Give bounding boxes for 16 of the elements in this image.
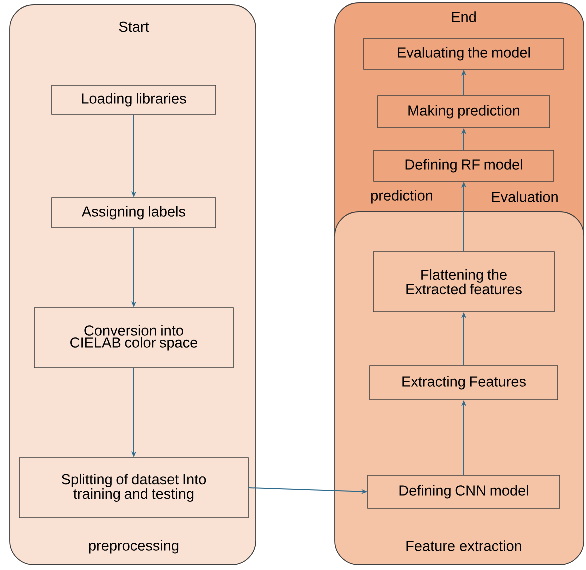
process-box: Making prediction [378,96,550,128]
process-box: Loading libraries [52,85,216,115]
panel-label: preprocessing [89,540,179,554]
process-box: Splitting of dataset Into training and testing [19,458,249,518]
panel-label: Feature extraction [406,540,522,552]
process-box: Defining RF model [374,150,554,182]
panel-label: End [452,12,476,22]
process-box: Extracting Features [370,366,558,400]
panel-label: Start [119,22,150,32]
process-box: Evaluating the model [364,38,564,70]
process-box: Conversion into CIELAB color space [34,308,234,368]
panel-label: Evaluation [492,192,558,202]
process-box: Assigning labels [52,198,216,228]
process-box: Defining CNN model [368,475,560,509]
process-box: Flattening the Extracted features [373,252,555,312]
panel-label: prediction [372,190,432,204]
